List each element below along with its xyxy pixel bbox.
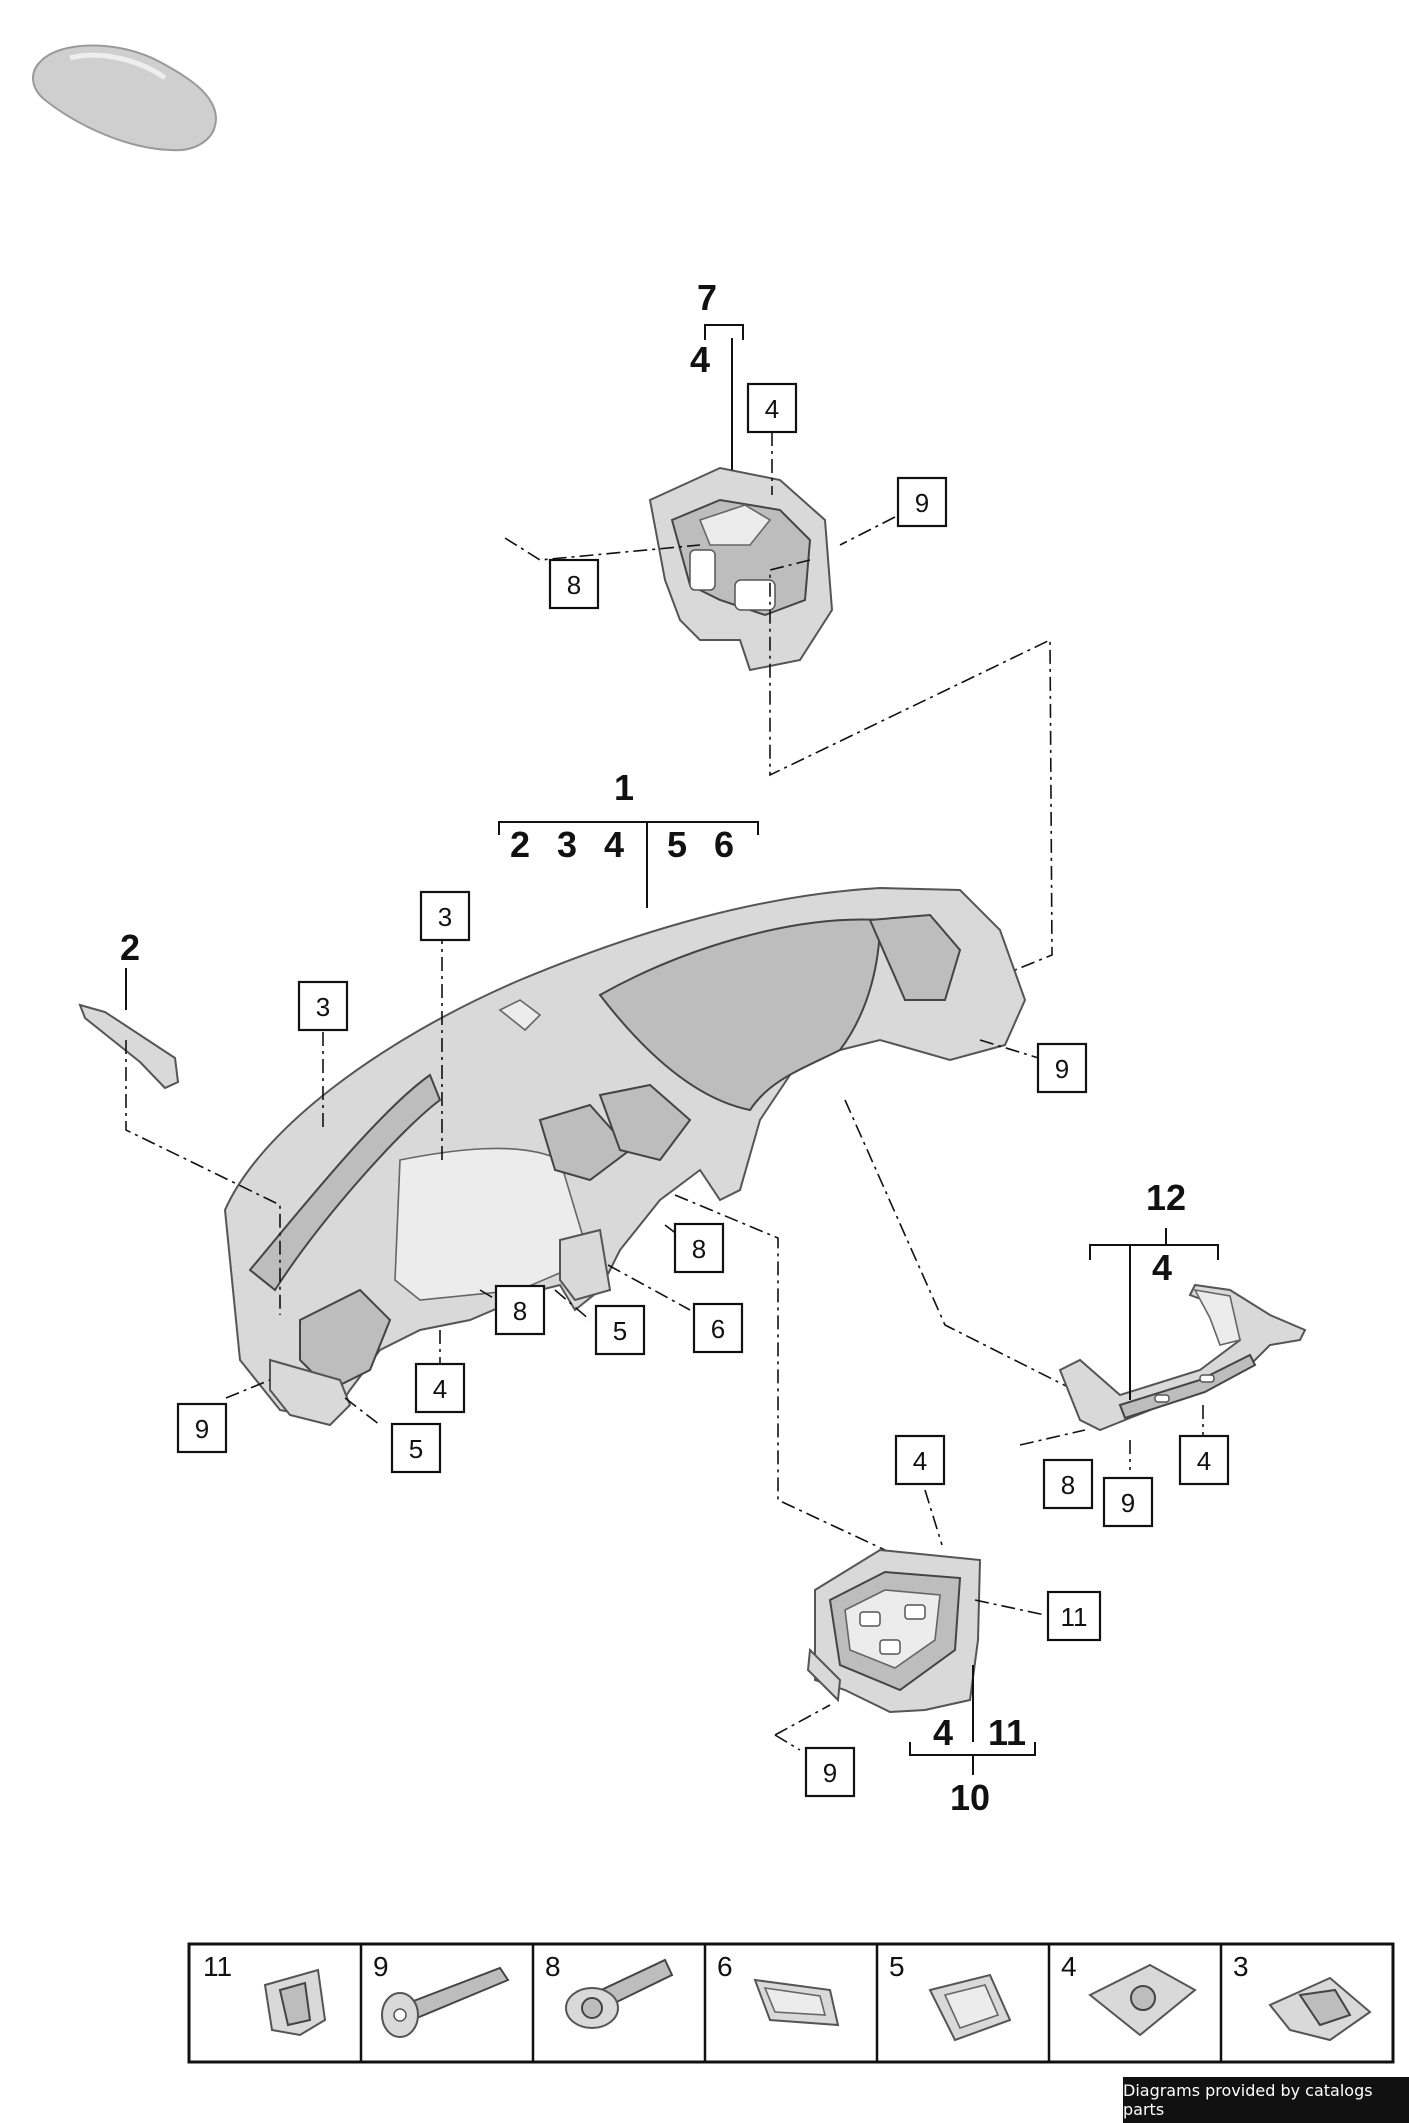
svg-text:5: 5 (613, 1316, 627, 1346)
assembly-dash-sub-3: 4 (604, 824, 624, 865)
callout-box: 11 (1046, 1590, 1102, 1642)
callout-box: 4 (1178, 1434, 1230, 1486)
clip-fastener-icon (263, 1968, 327, 2037)
assembly-crossbar-sub: 4 (1152, 1247, 1172, 1288)
assembly-cage-sub-1: 4 (933, 1712, 953, 1753)
fastener-legend: 11 9 8 6 5 4 3 (187, 1942, 1395, 2064)
cage-bracket (806, 1548, 982, 1714)
cage-bracket-leaders (774, 1489, 1046, 1775)
callout-box: 3 (297, 980, 349, 1032)
svg-text:8: 8 (692, 1234, 706, 1264)
assembly-side-main: 2 (120, 927, 140, 968)
callout-box: 9 (804, 1746, 856, 1798)
svg-text:5: 5 (409, 1434, 423, 1464)
assembly-cage-main: 10 (950, 1777, 990, 1818)
svg-text:4: 4 (1197, 1446, 1211, 1476)
svg-text:4: 4 (433, 1374, 447, 1404)
svg-text:4: 4 (765, 394, 779, 424)
callout-box: 5 (594, 1304, 646, 1356)
callout-box: 8 (548, 558, 600, 610)
svg-text:9: 9 (1055, 1054, 1069, 1084)
assembly-top-main: 7 (697, 277, 717, 318)
assembly-dash-main: 1 (614, 767, 634, 808)
assembly-dash-sub-5: 6 (714, 824, 734, 865)
svg-text:9: 9 (1121, 1488, 1135, 1518)
svg-text:6: 6 (711, 1314, 725, 1344)
cross-bracket-leaders (1019, 1228, 1219, 1470)
footer-credit: Diagrams provided by catalogs parts (1123, 2077, 1409, 2123)
legend-number: 3 (1233, 1951, 1249, 1982)
assembly-dash-sub-1: 2 (510, 824, 530, 865)
svg-text:3: 3 (316, 992, 330, 1022)
svg-text:9: 9 (195, 1414, 209, 1444)
cross-bracket (1058, 1283, 1307, 1432)
callout-box: 9 (176, 1402, 228, 1454)
callout-box: 8 (494, 1284, 546, 1336)
callout-box: 6 (692, 1302, 744, 1354)
legend-number: 5 (889, 1951, 905, 1982)
legend-number: 8 (545, 1951, 561, 1982)
callout-box: 5 (390, 1422, 442, 1474)
callout-box: 8 (673, 1222, 725, 1274)
assembly-cage-sub-2: 11 (988, 1712, 1026, 1753)
car-thumbnail (32, 44, 218, 152)
legend-number: 4 (1061, 1951, 1077, 1982)
assembly-dash-sub-4: 5 (667, 824, 687, 865)
callout-box: 3 (419, 890, 471, 942)
dashboard-carrier (223, 886, 1027, 1427)
svg-text:11: 11 (1061, 1602, 1088, 1632)
callout-box: 9 (1102, 1476, 1154, 1528)
callout-box: 9 (1036, 1042, 1088, 1094)
svg-text:8: 8 (567, 570, 581, 600)
assembly-dash-sub-2: 3 (557, 824, 577, 865)
svg-text:9: 9 (915, 488, 929, 518)
spring-nut-icon (928, 1973, 1012, 2042)
top-assembly-leaders (504, 324, 1053, 971)
side-trim-strip (78, 1003, 180, 1090)
svg-text:3: 3 (438, 902, 452, 932)
channel-clip-icon (753, 1978, 840, 2027)
legend-number: 9 (373, 1951, 389, 1982)
flange-bolt-icon (565, 1958, 674, 2029)
svg-text:8: 8 (1061, 1470, 1075, 1500)
assembly-top-sub: 4 (690, 339, 710, 380)
legend-number: 11 (203, 1951, 232, 1982)
callout-box: 9 (896, 476, 948, 528)
dashboard-leaders (125, 821, 1069, 1551)
svg-text:4: 4 (913, 1446, 927, 1476)
callout-box: 4 (894, 1434, 946, 1486)
bolt-icon (381, 1966, 510, 2038)
svg-text:9: 9 (823, 1758, 837, 1788)
callout-box: 4 (746, 382, 798, 434)
bracket-clip-icon (1268, 1976, 1372, 2042)
speed-nut-icon (1088, 1963, 1197, 2037)
steering-column-bracket (648, 466, 834, 672)
callout-box: 4 (414, 1362, 466, 1414)
assembly-crossbar-main: 12 (1146, 1177, 1186, 1218)
callout-box: 8 (1042, 1458, 1094, 1510)
legend-number: 6 (717, 1951, 733, 1982)
svg-text:8: 8 (513, 1296, 527, 1326)
